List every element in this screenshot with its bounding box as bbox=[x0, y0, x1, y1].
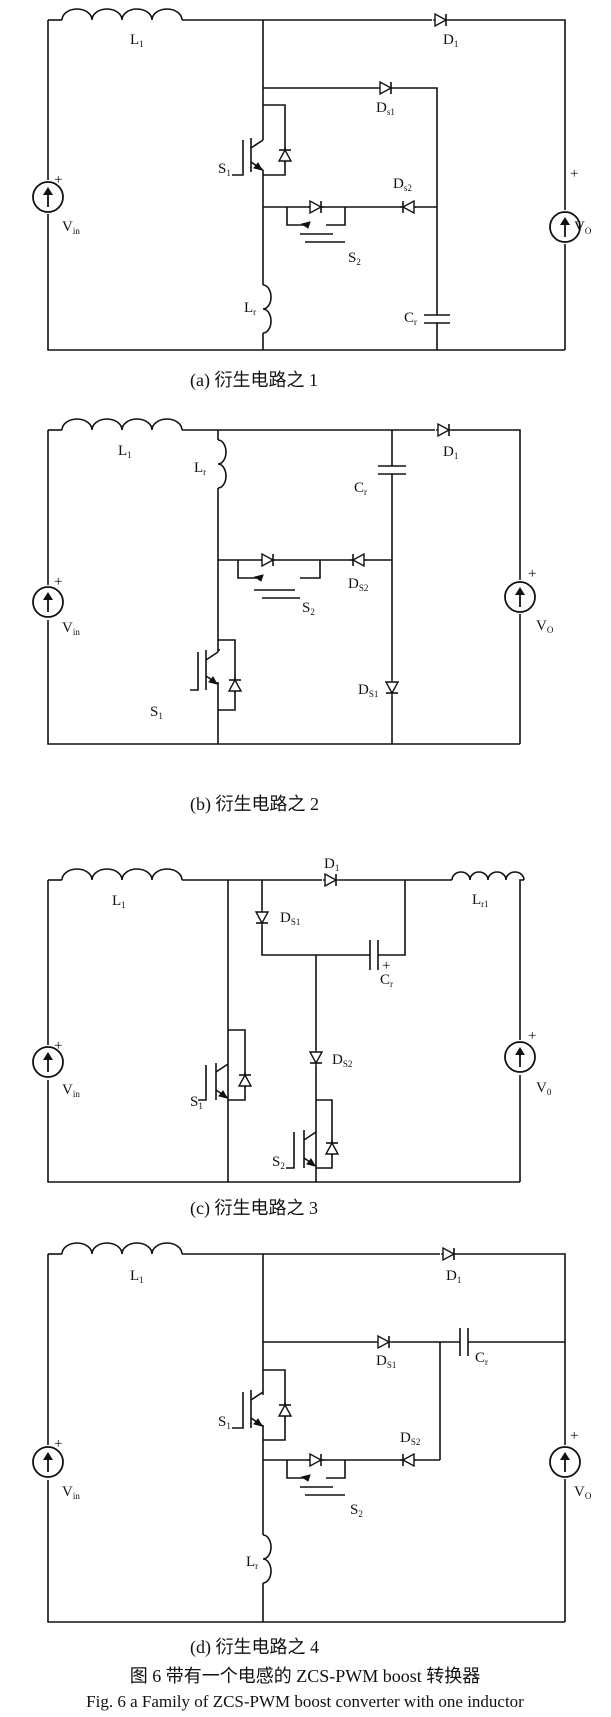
circuit-c: L1 D1 Lr1 DS1 + Cr DS2 S1 S2 Vin V0 + + … bbox=[32, 856, 552, 1219]
label-cr: Cr bbox=[404, 310, 417, 327]
label-ds1-b: DS1 bbox=[358, 682, 378, 699]
label-ds2-c: DS2 bbox=[332, 1052, 352, 1069]
label-s1: S1 bbox=[218, 161, 231, 178]
label-l1: L1 bbox=[130, 32, 144, 49]
label-s1-d: S1 bbox=[218, 1414, 231, 1431]
label-d1-b: D1 bbox=[443, 444, 458, 461]
caption-d: (d) 衍生电路之 4 bbox=[190, 1637, 319, 1658]
label-lr1-c: Lr1 bbox=[472, 892, 489, 909]
circuit-a: L1 D1 Ds1 S1 Ds2 S2 Lr Cr Vin VO + + (a)… bbox=[32, 8, 592, 391]
figure-title-en: Fig. 6 a Family of ZCS-PWM boost convert… bbox=[86, 1692, 524, 1711]
label-ds2-b: DS2 bbox=[348, 576, 368, 593]
label-ds2-d: DS2 bbox=[400, 1430, 420, 1447]
label-d1-d: D1 bbox=[446, 1268, 461, 1285]
figure-title-cn: 图 6 带有一个电感的 ZCS-PWM boost 转换器 bbox=[130, 1666, 481, 1686]
label-cr-d: Cr bbox=[475, 1350, 488, 1367]
plus-vo: + bbox=[570, 166, 578, 182]
circuit-b: L1 D1 Lr Cr DS2 S2 DS1 S1 Vin VO + + (b)… bbox=[32, 418, 554, 815]
label-s2-d: S2 bbox=[350, 1502, 363, 1519]
plus-vo-c: + bbox=[528, 1028, 536, 1044]
label-d1: D1 bbox=[443, 32, 458, 49]
label-lr-d: Lr bbox=[246, 1554, 258, 1571]
diode-ds2 bbox=[399, 200, 417, 214]
label-lr-b: Lr bbox=[194, 460, 206, 477]
caption-b: (b) 衍生电路之 2 bbox=[190, 794, 319, 815]
inductor-lr-b bbox=[217, 439, 227, 489]
diode-ds1 bbox=[377, 81, 395, 95]
label-s2-c: S2 bbox=[272, 1154, 285, 1171]
label-s2-b: S2 bbox=[302, 600, 315, 617]
circuit-d: L1 D1 DS1 Cr S1 DS2 S2 Lr Vin VO + + (d)… bbox=[32, 1242, 592, 1658]
inductor-lr1 bbox=[451, 871, 525, 881]
inductor-lr bbox=[262, 284, 272, 334]
caption-c: (c) 衍生电路之 3 bbox=[190, 1198, 318, 1219]
plus-vin-d: + bbox=[54, 1436, 62, 1452]
label-vo-c: V0 bbox=[536, 1080, 552, 1097]
label-vin-c: Vin bbox=[62, 1082, 80, 1099]
label-d1-c: D1 bbox=[324, 856, 339, 873]
label-ds1: Ds1 bbox=[376, 100, 395, 117]
caption-a: (a) 衍生电路之 1 bbox=[190, 370, 318, 391]
label-s1-c: S1 bbox=[190, 1094, 203, 1111]
inductor-l1 bbox=[61, 8, 183, 21]
plus-vin-c: + bbox=[54, 1038, 62, 1054]
label-ds1-c: DS1 bbox=[280, 910, 300, 927]
label-l1-b: L1 bbox=[118, 443, 132, 460]
label-l1-c: L1 bbox=[112, 893, 126, 910]
label-cr-b: Cr bbox=[354, 480, 367, 497]
label-s2: S2 bbox=[348, 250, 361, 267]
label-s1-b: S1 bbox=[150, 704, 163, 721]
label-lr: Lr bbox=[244, 300, 256, 317]
plus-vo-b: + bbox=[528, 566, 536, 582]
label-vin-b: Vin bbox=[62, 620, 80, 637]
label-cr-c: Cr bbox=[380, 972, 393, 989]
plus-vin-b: + bbox=[54, 574, 62, 590]
plus-vin: + bbox=[54, 172, 62, 188]
label-ds1-d: DS1 bbox=[376, 1353, 396, 1370]
label-vin-d: Vin bbox=[62, 1484, 80, 1501]
inductor-l1-b bbox=[61, 418, 183, 431]
label-vo: VO bbox=[574, 219, 592, 236]
plus-cr-c: + bbox=[382, 958, 390, 974]
label-l1-d: L1 bbox=[130, 1268, 144, 1285]
label-vin: Vin bbox=[62, 219, 80, 236]
diode-d1 bbox=[432, 13, 450, 27]
label-ds2: Ds2 bbox=[393, 176, 412, 193]
label-vo-d: VO bbox=[574, 1484, 592, 1501]
plus-vo-d: + bbox=[570, 1428, 578, 1444]
label-vo-b: VO bbox=[536, 618, 554, 635]
